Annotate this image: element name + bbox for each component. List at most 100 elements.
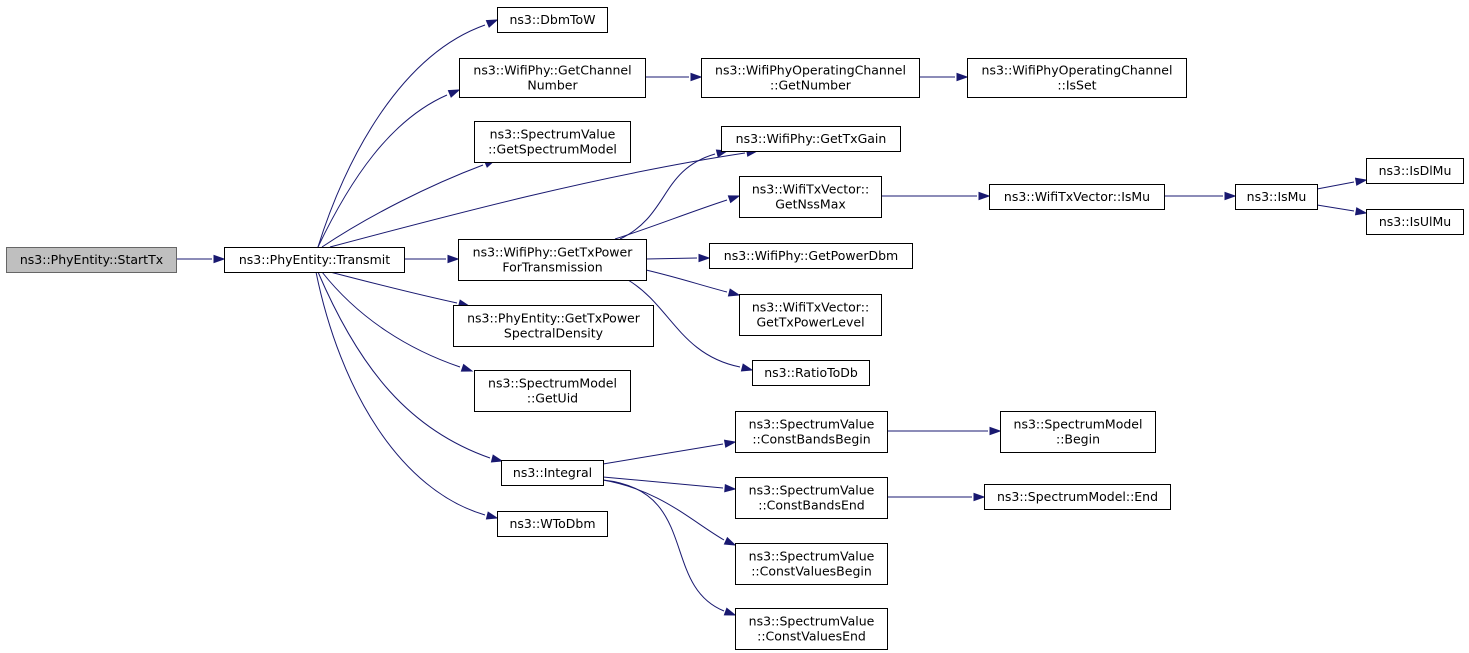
edge-transmit-to-getuid: [321, 271, 474, 372]
edge-starttx-to-transmit: [176, 254, 226, 264]
edge-ismu-to-isdlmu: [1316, 177, 1368, 190]
node-label: ns3::WToDbm: [509, 516, 595, 531]
node-label: SpectralDensity: [504, 326, 604, 341]
node-smend[interactable]: ns3::SpectrumModel::End: [984, 484, 1171, 510]
node-box: [739, 294, 882, 336]
node-label: ::ConstValuesEnd: [757, 629, 866, 644]
node-box: [752, 360, 870, 386]
node-label: ns3::WifiTxVector::: [752, 300, 869, 315]
node-label: ns3::SpectrumValue: [749, 614, 875, 629]
node-ratiotodb[interactable]: ns3::RatioToDb: [752, 360, 870, 386]
node-box: [474, 121, 631, 163]
node-label: ::Begin: [1056, 432, 1100, 447]
node-label: ::GetSpectrumModel: [488, 142, 617, 157]
edge-gettxpowerfortx-to-ratiotodb: [627, 279, 754, 372]
node-label: ns3::WifiPhyOperatingChannel: [982, 63, 1173, 78]
node-label: ns3::SpectrumModel::End: [997, 489, 1158, 504]
edge-getnumber-to-isset: [919, 72, 969, 82]
node-constvaluesbegin[interactable]: ns3::SpectrumValue::ConstValuesBegin: [735, 543, 888, 585]
edge-integral-to-constbandsend: [602, 476, 737, 493]
edge-getchannelnumber-to-getnumber: [645, 72, 703, 82]
node-isulmu[interactable]: ns3::IsUlMu: [1366, 209, 1464, 235]
node-box: [735, 477, 888, 519]
node-gettxpowerlevel[interactable]: ns3::WifiTxVector::GetTxPowerLevel: [739, 294, 882, 336]
node-getuid[interactable]: ns3::SpectrumModel::GetUid: [474, 370, 631, 412]
node-getspectrummodel[interactable]: ns3::SpectrumValue::GetSpectrumModel: [474, 121, 631, 163]
node-box: [739, 176, 882, 218]
call-edges: [176, 19, 1368, 616]
node-label: ns3::IsUlMu: [1379, 214, 1451, 229]
node-box: [701, 58, 920, 98]
edge-integral-to-constbandsbegin: [602, 439, 737, 465]
node-label: ns3::WifiPhy::GetTxPower: [473, 245, 634, 260]
node-label: ns3::WifiPhyOperatingChannel: [715, 63, 906, 78]
node-wtodbm[interactable]: ns3::WToDbm: [497, 511, 608, 537]
node-label: ns3::PhyEntity::Transmit: [239, 252, 390, 267]
node-box: [497, 7, 608, 33]
node-label: ::GetNumber: [770, 78, 852, 93]
node-label: GetNssMax: [775, 197, 846, 212]
node-box: [474, 370, 631, 412]
node-box: [735, 411, 888, 453]
node-constbandsend[interactable]: ns3::SpectrumValue::ConstBandsEnd: [735, 477, 888, 519]
edge-integral-to-constvaluesend: [602, 479, 737, 616]
function-nodes: ns3::PhyEntity::StartTx ns3::PhyEntity::T…: [6, 7, 1464, 650]
node-isdlmu[interactable]: ns3::IsDlMu: [1366, 158, 1464, 184]
node-box: [989, 184, 1165, 210]
node-isset[interactable]: ns3::WifiPhyOperatingChannel::IsSet: [967, 58, 1187, 98]
node-gettxgain[interactable]: ns3::WifiPhy::GetTxGain: [721, 126, 901, 152]
node-label: ::IsSet: [1057, 78, 1096, 93]
node-gettxpowersd[interactable]: ns3::PhyEntity::GetTxPowerSpectralDensit…: [453, 305, 654, 347]
node-label: ns3::PhyEntity::StartTx: [20, 252, 163, 267]
node-label: ns3::SpectrumValue: [749, 549, 875, 564]
node-getnumber[interactable]: ns3::WifiPhyOperatingChannel::GetNumber: [701, 58, 920, 98]
node-label: ns3::RatioToDb: [764, 365, 858, 380]
edge-gettxpowerfortx-to-getpowerdbm: [645, 253, 711, 263]
node-label: ::ConstBandsEnd: [758, 498, 865, 513]
node-constbandsbegin[interactable]: ns3::SpectrumValue::ConstBandsBegin: [735, 411, 888, 453]
node-ismu[interactable]: ns3::IsMu: [1235, 184, 1318, 210]
node-getnssmax[interactable]: ns3::WifiTxVector::GetNssMax: [739, 176, 882, 218]
node-txvismu[interactable]: ns3::WifiTxVector::IsMu: [989, 184, 1165, 210]
node-smbegin[interactable]: ns3::SpectrumModel::Begin: [1000, 411, 1156, 453]
node-label: ns3::DbmToW: [509, 12, 595, 27]
edge-getnssmax-to-txvismu: [881, 191, 991, 201]
node-label: ns3::WifiPhy::GetTxGain: [736, 131, 887, 146]
edge-gettxpowerfortx-to-getnssmax: [614, 195, 741, 240]
node-transmit[interactable]: ns3::PhyEntity::Transmit: [224, 247, 405, 273]
node-getpowerdbm[interactable]: ns3::WifiPhy::GetPowerDbm: [709, 243, 913, 269]
node-box: [984, 484, 1171, 510]
node-label: ::ConstBandsBegin: [752, 432, 870, 447]
node-label: ns3::WifiTxVector::IsMu: [1004, 189, 1150, 204]
edge-gettxpowerfortx-to-gettxpowerlevel: [645, 269, 741, 297]
node-label: ns3::WifiTxVector::: [752, 182, 869, 197]
node-integral[interactable]: ns3::Integral: [501, 460, 604, 486]
node-label: ForTransmission: [502, 260, 602, 275]
node-dbmtow[interactable]: ns3::DbmToW: [497, 7, 608, 33]
edge-transmit-to-getchannelnumber: [317, 89, 461, 248]
node-label: Number: [527, 78, 578, 93]
node-box: [721, 126, 901, 152]
node-label: ::ConstValuesBegin: [751, 564, 872, 579]
node-label: ns3::SpectrumValue: [749, 417, 875, 432]
node-label: GetTxPowerLevel: [756, 315, 864, 330]
edge-gettxpowerfortx-to-gettxgain: [619, 149, 729, 240]
edge-constbandsend-to-smend: [887, 492, 986, 502]
node-label: ns3::SpectrumValue: [749, 483, 875, 498]
node-constvaluesend[interactable]: ns3::SpectrumValue::ConstValuesEnd: [735, 608, 888, 650]
node-box: [497, 511, 608, 537]
node-box: [967, 58, 1187, 98]
node-label: ns3::SpectrumValue: [490, 127, 616, 142]
edge-integral-to-constvaluesbegin: [602, 479, 737, 546]
edge-transmit-to-gettxpowerfortx: [404, 254, 460, 264]
node-label: ns3::WifiPhy::GetChannel: [473, 63, 631, 78]
node-label: ns3::SpectrumModel: [488, 376, 617, 391]
node-box: [458, 239, 647, 281]
node-box: [1366, 209, 1464, 235]
edge-transmit-to-gettxpowersd: [329, 271, 471, 308]
node-box: [735, 608, 888, 650]
node-label: ns3::IsMu: [1247, 189, 1307, 204]
